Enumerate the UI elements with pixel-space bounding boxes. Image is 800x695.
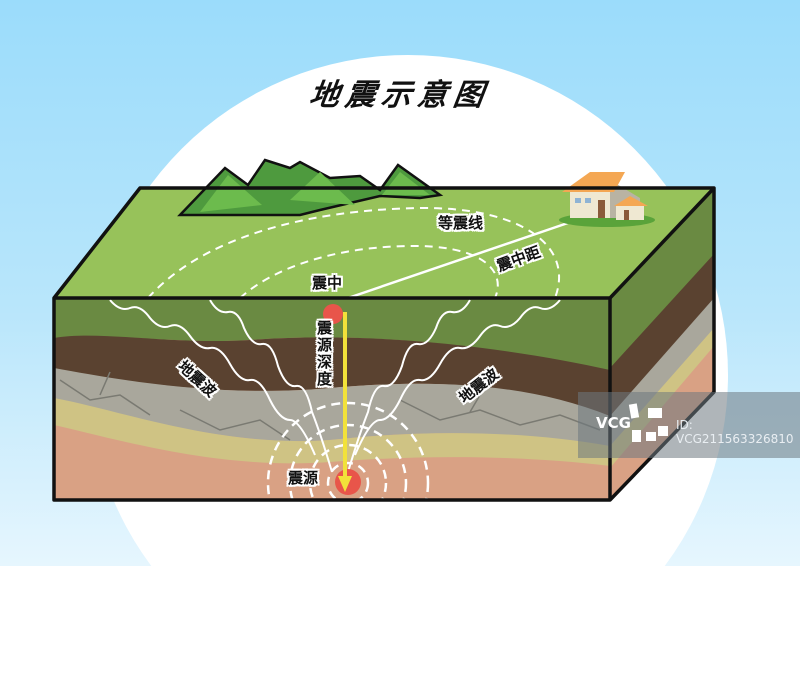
label-isoseismal-line: 等震线 <box>438 214 484 232</box>
label-hypocenter: 震源 <box>288 469 319 487</box>
vcg-burst-icon <box>628 403 668 442</box>
epicenter-marker <box>323 304 343 324</box>
watermark-id: ID: VCG211563326810 <box>676 418 794 446</box>
front-face <box>54 298 610 500</box>
watermark-logo: VCG <box>596 414 631 432</box>
label-epicenter: 震中 <box>312 274 343 292</box>
watermark-banner: VCG ID: VCG211563326810 <box>578 392 800 458</box>
seismic-wave-lines <box>109 299 561 473</box>
isoseismal-lines <box>147 206 561 299</box>
epicentral-distance-line <box>347 210 601 300</box>
focus-wave-rings <box>266 401 430 500</box>
earthquake-block-diagram <box>52 158 716 502</box>
label-focal-depth: 震源深度 <box>315 320 333 388</box>
